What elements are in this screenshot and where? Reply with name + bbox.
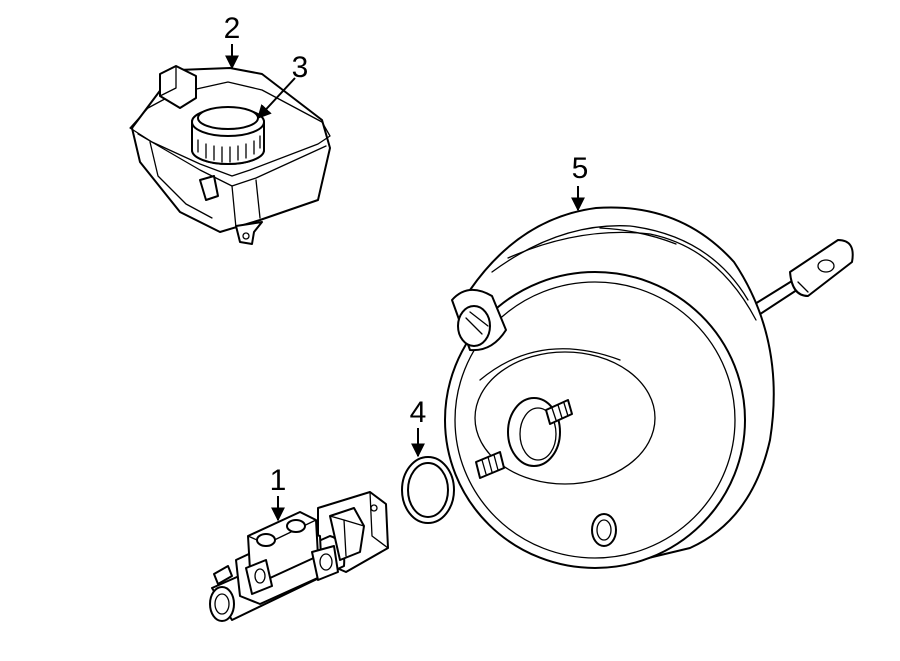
booster-stud-upper <box>545 399 573 425</box>
callout-labels: 1 2 3 4 5 <box>224 12 589 497</box>
callout-4: 4 <box>410 396 427 429</box>
callout-3: 3 <box>292 51 309 84</box>
seal-ring <box>401 456 455 524</box>
callout-5: 5 <box>572 152 589 185</box>
master-cylinder <box>209 491 389 622</box>
leader-3 <box>257 77 296 120</box>
brake-booster <box>444 206 854 569</box>
callout-2: 2 <box>224 12 241 45</box>
callout-1: 1 <box>270 464 287 497</box>
booster-stud-lower <box>475 451 505 479</box>
reservoir-cap <box>191 106 265 165</box>
callout-leaders <box>225 44 585 522</box>
